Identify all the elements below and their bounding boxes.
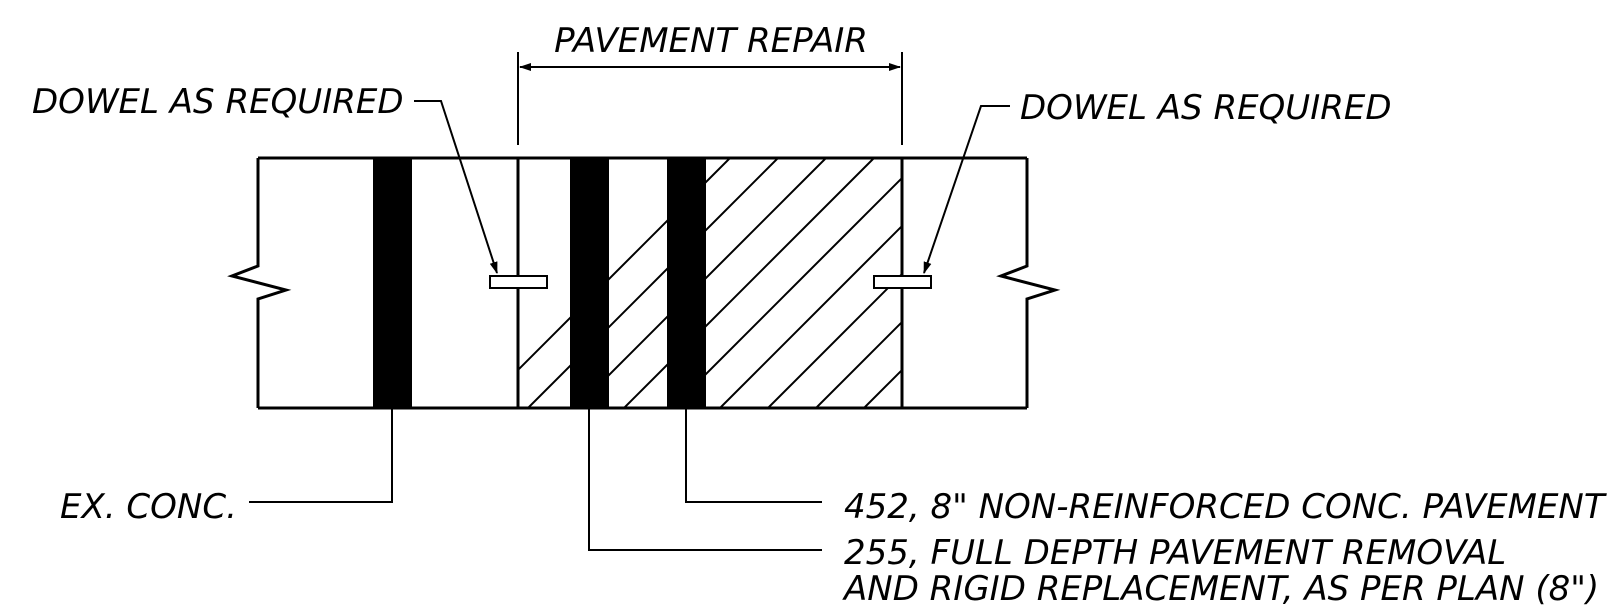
ex-conc-label: EX. CONC.: [60, 487, 237, 527]
hatch-line: [527, 158, 779, 408]
pavement-repair-dimension: [517, 52, 903, 145]
dowel-right-leader: [923, 105, 1010, 274]
hatch-line: [623, 158, 875, 408]
hatch-line: [1008, 158, 1258, 408]
hatch-line: [671, 176, 902, 408]
ex-conc-leader: [249, 408, 393, 503]
dowel-left: [489, 275, 548, 289]
hatch-line: [1056, 158, 1306, 408]
hatch-line: [960, 158, 1210, 408]
dowel-left-label: DOWEL AS REQUIRED: [32, 82, 404, 122]
item-255-label-line1: 255, FULL DEPTH PAVEMENT REMOVAL: [844, 533, 1506, 573]
item-452-label: 452, 8" NON-REINFORCED CONC. PAVEMENT: [844, 487, 1607, 527]
item-255-label-line2: AND RIGID REPLACEMENT, AS PER PLAN (8"): [842, 569, 1599, 609]
pavement-repair-label: PAVEMENT REPAIR: [554, 21, 868, 61]
dowel-right-label: DOWEL AS REQUIRED: [1020, 88, 1392, 128]
right-break-line: [996, 158, 1061, 408]
hatch-line: [815, 320, 902, 408]
joint-bars: [373, 158, 706, 408]
left-break-line: [227, 158, 292, 408]
item-255-leader: [588, 408, 822, 551]
dowel-right: [873, 275, 932, 289]
joint-bar-existing: [373, 158, 412, 408]
hatch-line: [1152, 158, 1402, 408]
hatch-line: [1104, 158, 1354, 408]
repair-area-hatching: [518, 158, 1402, 408]
joint-bar-removal: [570, 158, 609, 408]
joint-bar-new: [667, 158, 706, 408]
hatch-line: [719, 224, 902, 408]
item-452-leader: [685, 408, 822, 503]
dowel-left-leader: [414, 100, 498, 274]
